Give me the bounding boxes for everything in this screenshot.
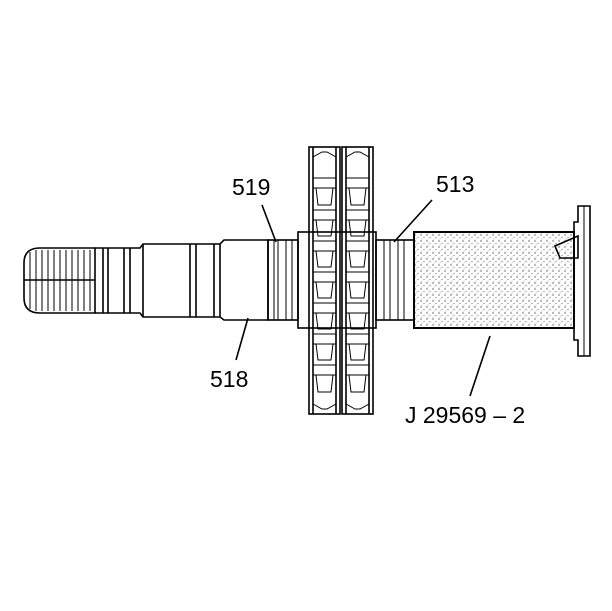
snap-ring-519 — [267, 239, 299, 321]
installer-tool-j29569-2 — [413, 205, 591, 357]
leader-518 — [235, 317, 249, 361]
leader-tool — [469, 335, 491, 397]
bearing-513 — [375, 239, 415, 321]
leader-513 — [393, 199, 433, 243]
leader-519 — [261, 204, 277, 243]
callout-519: 519 — [232, 174, 270, 200]
output-shaft-518 — [95, 239, 269, 321]
sprocket-left — [308, 146, 341, 415]
callout-518: 518 — [210, 366, 248, 392]
sprocket-right — [341, 146, 374, 415]
leader-lines — [235, 199, 491, 397]
callout-tool: J 29569 – 2 — [405, 402, 525, 428]
splined-shaft-end — [23, 247, 96, 314]
callout-513: 513 — [436, 171, 474, 197]
